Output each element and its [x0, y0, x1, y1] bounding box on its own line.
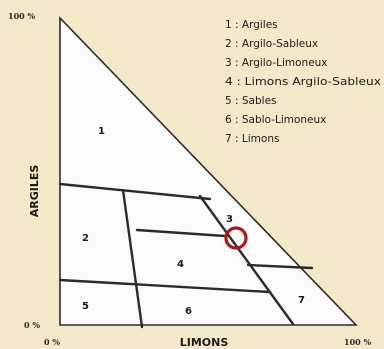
highlight-marker: [224, 226, 248, 250]
boundary-line: [58, 182, 212, 201]
boundary-line: [198, 194, 295, 326]
boundary-line: [58, 278, 272, 294]
zone-label-2: 2: [82, 233, 89, 244]
legend-item-5: 5 : Sables: [225, 95, 277, 107]
legend-item-1: 1 : Argiles: [225, 19, 278, 31]
zone-boundaries: [58, 182, 314, 329]
legend-item-3: 3 : Argilo-Limoneux: [225, 57, 328, 69]
legend-item-6: 6 : Sablo-Limoneux: [225, 114, 326, 126]
boundary-line: [135, 228, 227, 238]
zone-label-5: 5: [82, 301, 89, 312]
horizontal-axis-label: LIMONS: [180, 336, 229, 349]
top-percent-label: 100 %: [8, 11, 35, 21]
right-percent-label: 100 %: [344, 337, 371, 347]
zone-label-6: 6: [185, 306, 192, 317]
origin-bottom-percent-label: 0 %: [44, 337, 60, 347]
zone-label-1: 1: [98, 126, 105, 137]
zone-label-3: 3: [226, 214, 233, 225]
legend-item-4: 4 : Limons Argilo-Sableux: [225, 76, 381, 88]
legend-item-7: 7 : Limons: [225, 133, 279, 145]
legend-item-2: 2 : Argilo-Sableux: [225, 38, 318, 50]
origin-left-percent-label: 0 %: [24, 320, 40, 330]
zone-label-4: 4: [177, 259, 184, 270]
texture-triangle: [59, 16, 358, 326]
boundary-line: [246, 263, 314, 270]
legend: 1 : Argiles 2 : Argilo-Sableux 3 : Argil…: [225, 19, 381, 145]
zone-label-7: 7: [298, 295, 305, 306]
vertical-axis-label: ARGILES: [28, 165, 41, 218]
boundary-line: [121, 188, 144, 329]
